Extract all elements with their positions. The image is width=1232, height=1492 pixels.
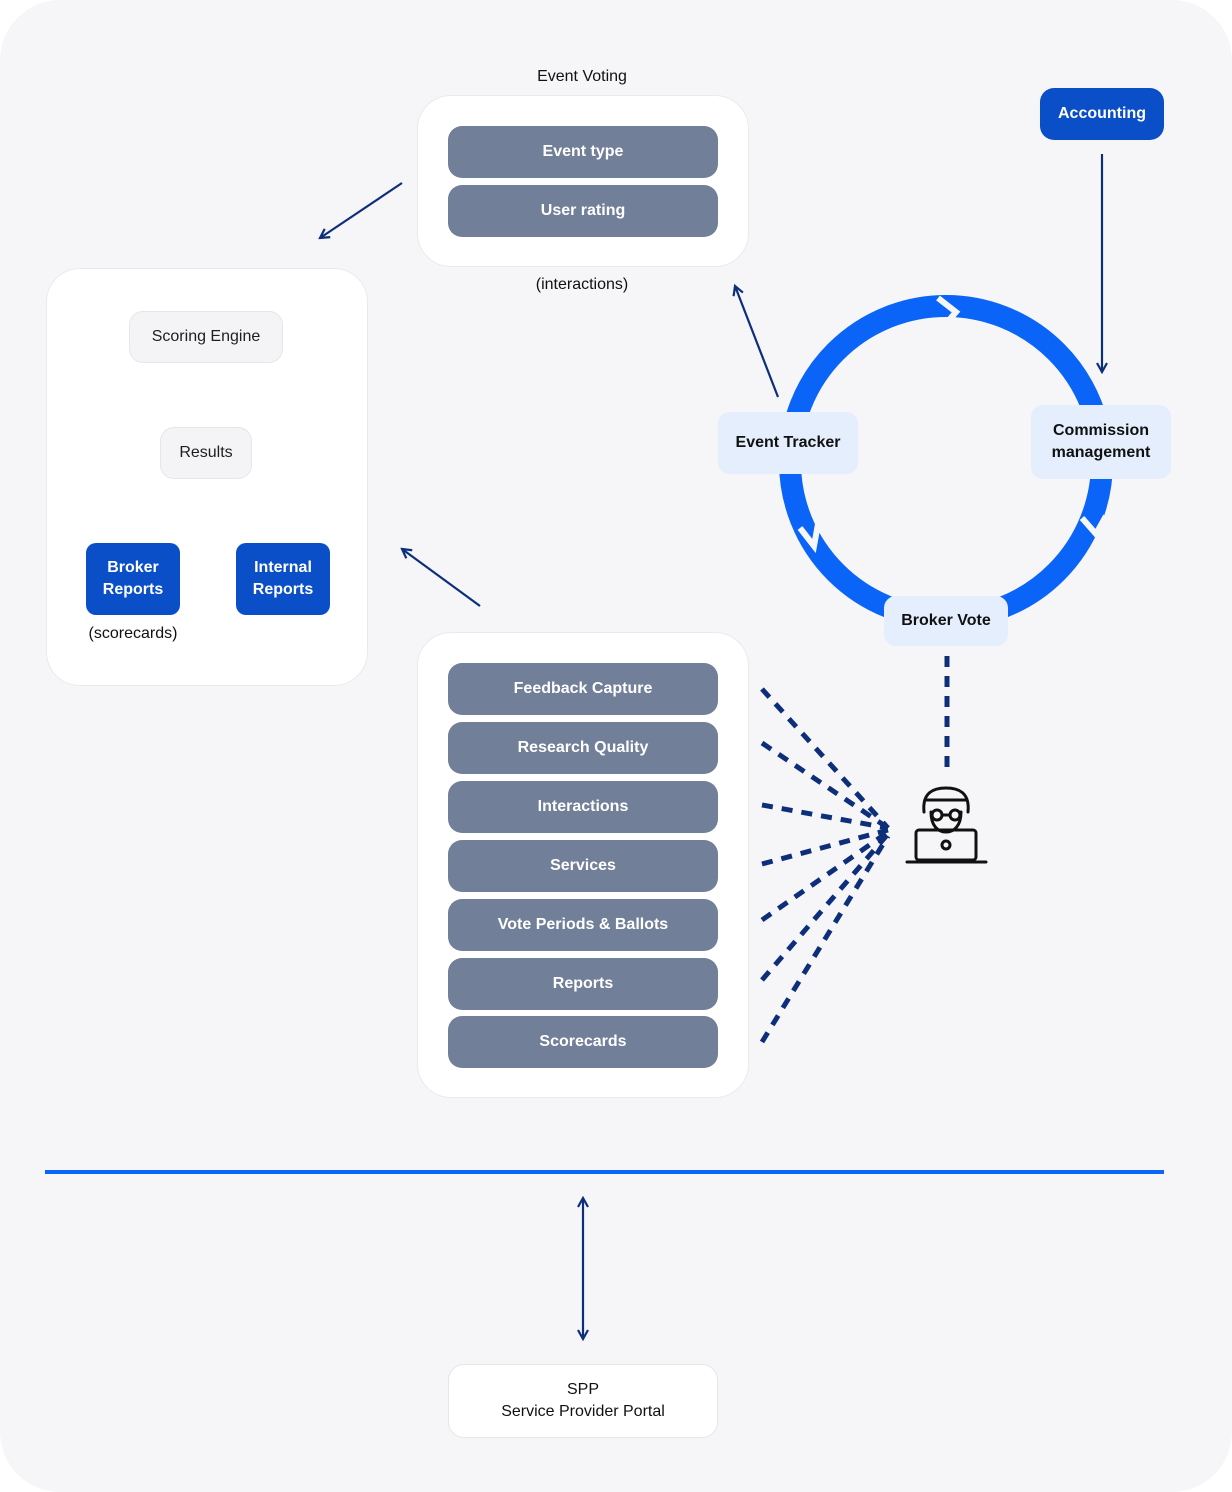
commission-management-label: Commission management <box>1051 422 1151 461</box>
module-feedback-capture[interactable]: Feedback Capture <box>448 663 718 715</box>
spp-node[interactable]: SPP Service Provider Portal <box>448 1364 718 1438</box>
commission-management-node[interactable]: Commission management <box>1031 405 1171 479</box>
event-tracker-node[interactable]: Event Tracker <box>718 412 858 474</box>
internal-reports-node[interactable]: Internal Reports <box>236 543 330 615</box>
event-voting-title: Event Voting <box>537 68 627 85</box>
module-research-quality[interactable]: Research Quality <box>448 722 718 774</box>
module-interactions[interactable]: Interactions <box>448 781 718 833</box>
accounting-node[interactable]: Accounting <box>1040 88 1164 140</box>
user-rating-item[interactable]: User rating <box>448 185 718 237</box>
results-node[interactable]: Results <box>160 427 252 479</box>
broker-reports-node[interactable]: Broker Reports <box>86 543 180 615</box>
internal-reports-label: Internal Reports <box>252 559 314 598</box>
module-vote-periods-ballots[interactable]: Vote Periods & Ballots <box>448 899 718 951</box>
event-voting-caption: (interactions) <box>535 276 629 293</box>
module-reports[interactable]: Reports <box>448 958 718 1010</box>
scorecards-caption: (scorecards) <box>88 625 178 642</box>
fan-lines <box>759 687 891 1044</box>
spp-subtitle: Service Provider Portal <box>501 1403 665 1420</box>
arrow-modules-to-scoring <box>402 549 481 607</box>
scoring-panel: Scoring Engine Results Broker Reports In… <box>46 268 368 686</box>
scoring-engine-node[interactable]: Scoring Engine <box>129 311 283 363</box>
analyst-with-laptop-icon <box>905 786 988 864</box>
broker-reports-label: Broker Reports <box>102 559 164 598</box>
broker-vote-node[interactable]: Broker Vote <box>884 596 1008 646</box>
module-scorecards[interactable]: Scorecards <box>448 1016 718 1068</box>
modules-panel: Feedback Capture Research Quality Intera… <box>417 632 749 1098</box>
module-services[interactable]: Services <box>448 840 718 892</box>
event-voting-panel: Event type User rating <box>417 95 749 267</box>
event-type-item[interactable]: Event type <box>448 126 718 178</box>
arrow-tracker-to-eventvoting <box>735 286 780 398</box>
spp-title: SPP <box>566 1381 599 1398</box>
arrow-eventvoting-to-scoring <box>320 182 403 238</box>
